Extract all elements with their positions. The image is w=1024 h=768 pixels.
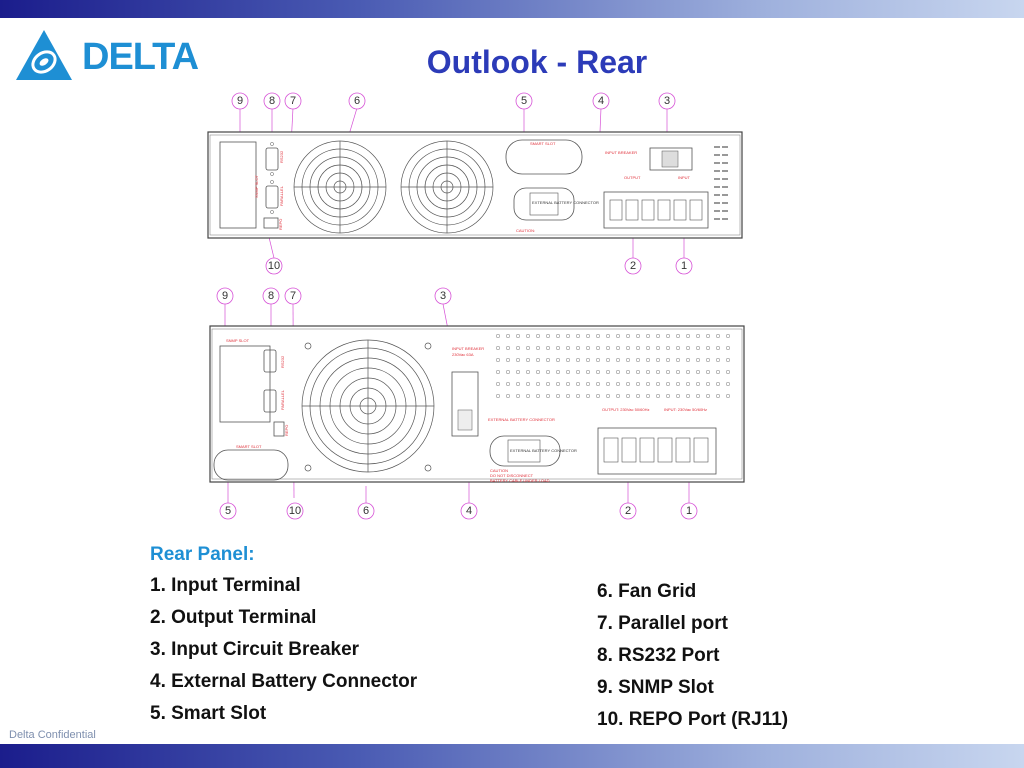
callout-number: 6 — [363, 505, 369, 517]
upper-bottom-callouts: 10 2 1 — [265, 257, 693, 275]
delta-logo-icon — [16, 30, 72, 80]
callout-number: 5 — [225, 505, 231, 517]
callout-number: 8 — [269, 95, 275, 107]
lower-ext-battery-label: EXTERNAL BATTERY CONNECTOR — [510, 448, 577, 453]
list-item: 2. Output Terminal — [150, 607, 317, 628]
lower-unit: SNMP SLOT SMART SLOT RS232 PARALLEL REPO… — [209, 287, 745, 520]
callout-number: 1 — [681, 260, 687, 272]
list-item: 7. Parallel port — [597, 613, 728, 634]
list-item: 1. Input Terminal — [150, 575, 301, 596]
callout-number: 10 — [268, 260, 280, 272]
upper-rs232-label: RS232 — [279, 150, 284, 163]
lower-snmp-label: SNMP SLOT — [226, 338, 250, 343]
list-item: 10. REPO Port (RJ11) — [597, 709, 789, 730]
lower-fan — [301, 339, 435, 473]
upper-caution-label: CAUTION: — [516, 228, 535, 233]
callout-number: 4 — [598, 95, 604, 107]
lower-smart-slot-label: SMART SLOT — [236, 444, 262, 449]
logo-text: DELTA — [82, 36, 199, 78]
rear-panel-diagram: SNMP SLOT RS232 PARALLEL REPO — [190, 88, 780, 528]
upper-fan-right — [400, 140, 494, 234]
callout-number: 8 — [268, 290, 274, 302]
lower-rs232-label: RS232 — [280, 355, 285, 368]
lower-repo-label: REPO — [284, 425, 289, 436]
upper-snmp-label: SNMP SLOT — [254, 174, 259, 198]
lower-parallel-label: PARALLEL — [280, 389, 285, 410]
lower-bottom-callouts: 5 10 6 4 2 1 — [219, 502, 698, 520]
callout-number: 6 — [354, 95, 360, 107]
lower-breaker-rating: 230Vac 63A — [452, 352, 474, 357]
list-item: 6. Fan Grid — [597, 581, 697, 602]
lower-output-label: OUTPUT: 230Vac 50/60Hz — [602, 407, 650, 412]
rear-panel-list-left: Rear Panel: 1. Input Terminal 2. Output … — [150, 544, 417, 734]
list-item: 4. External Battery Connector — [150, 671, 418, 692]
lower-ext-battery-title: EXTERNAL BATTERY CONNECTOR — [488, 417, 555, 422]
rear-panel-heading: Rear Panel: — [150, 544, 255, 565]
upper-breaker-label: INPUT BREAKER — [605, 150, 637, 155]
callout-number: 7 — [290, 95, 296, 107]
upper-input-label: INPUT — [678, 175, 691, 180]
confidential-footer: Delta Confidential — [9, 729, 96, 741]
callout-number: 2 — [630, 260, 636, 272]
list-item: 9. SNMP Slot — [597, 677, 714, 698]
callout-number: 7 — [290, 290, 296, 302]
list-item: 3. Input Circuit Breaker — [150, 639, 360, 660]
upper-smart-slot-label: SMART SLOT — [530, 141, 556, 146]
callout-number: 1 — [686, 505, 692, 517]
rear-panel-list-right: 6. Fan Grid 7. Parallel port 8. RS232 Po… — [597, 580, 788, 740]
upper-output-label: OUTPUT — [624, 175, 641, 180]
upper-repo-label: REPO — [278, 219, 283, 230]
lower-vent-grid — [495, 333, 731, 399]
top-gradient-bar — [0, 0, 1024, 18]
lower-top-callouts: 9 8 7 3 — [216, 287, 452, 305]
delta-logo: DELTA — [14, 28, 199, 84]
lower-caution-line2: BATTERY CABLE UNDER LOAD — [490, 478, 550, 483]
callout-number: 9 — [222, 290, 228, 302]
callout-number: 3 — [664, 95, 670, 107]
lower-caution-line1: DO NOT DISCONNECT — [490, 473, 534, 478]
upper-unit: SNMP SLOT RS232 PARALLEL REPO — [207, 92, 743, 275]
page-title: Outlook - Rear — [426, 44, 648, 80]
callout-number: 10 — [289, 505, 301, 517]
upper-fan-left — [293, 140, 387, 234]
list-item: 8. RS232 Port — [597, 645, 720, 666]
callout-number: 4 — [466, 505, 472, 517]
callout-number: 3 — [440, 290, 446, 302]
lower-breaker-label: INPUT BREAKER — [452, 346, 484, 351]
upper-top-callouts: 9 8 7 6 5 4 3 — [231, 92, 676, 110]
callout-number: 9 — [237, 95, 243, 107]
list-item: 5. Smart Slot — [150, 703, 267, 724]
lower-input-label: INPUT: 230Vac 50/60Hz — [664, 407, 707, 412]
callout-number: 2 — [625, 505, 631, 517]
upper-parallel-label: PARALLEL — [279, 185, 284, 206]
lower-caution-label: CAUTION — [490, 468, 508, 473]
upper-ext-battery-label: EXTERNAL BATTERY CONNECTOR — [532, 200, 599, 205]
callout-number: 5 — [521, 95, 527, 107]
bottom-gradient-bar — [0, 744, 1024, 768]
